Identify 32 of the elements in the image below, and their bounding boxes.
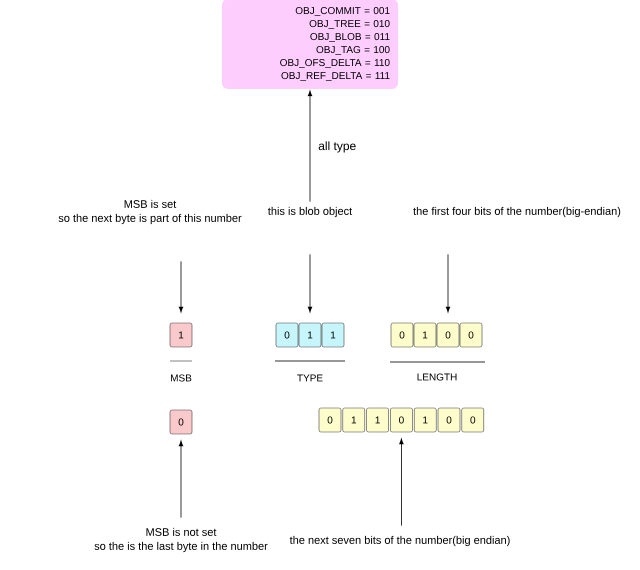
bit-cell: 0 <box>318 408 342 432</box>
arrow <box>178 440 184 518</box>
bit-cell: 1 <box>414 408 436 432</box>
bit-cell: 1 <box>322 322 344 348</box>
bit-cell: 1 <box>298 322 322 348</box>
part-label: TYPE <box>297 374 323 382</box>
annotation-text: MSB is not set so the is the last byte in the number <box>94 528 268 552</box>
bit-cell: 1 <box>170 322 192 348</box>
annotation-text: the first four bits of the number(big-endian) <box>413 206 620 218</box>
bit-cell: 0 <box>390 322 414 348</box>
bit-cell: 0 <box>460 322 482 348</box>
bit-cell: 0 <box>436 322 460 348</box>
type-table: OBJ_COMMIT = 001 OBJ_TREE = 010 OBJ_BLOB = 011 OBJ_TAG = 100 OBJ_OFS_DELTA = 110 OBJ_REF_DELTA = 111 <box>222 0 398 89</box>
annotation-text: MSB is set so the next byte is part of this number <box>58 200 242 224</box>
bit-cell: 1 <box>366 408 389 432</box>
arrow <box>308 90 312 202</box>
bit-cell: 0 <box>462 408 484 432</box>
bit-cell: 0 <box>438 408 460 432</box>
edge-label: all type <box>318 141 356 153</box>
annotation-text: the next seven bits of the number(big endian) <box>290 536 510 546</box>
part-label: LENGTH <box>418 373 456 381</box>
bit-cell: 1 <box>414 322 436 348</box>
bit-cell: 1 <box>342 408 366 432</box>
arrow <box>446 254 450 312</box>
part-label: MSB <box>170 374 192 382</box>
arrow <box>308 254 312 312</box>
bit-cell: 0 <box>170 410 192 434</box>
bit-cell: 0 <box>390 408 413 432</box>
annotation-text: this is blob object <box>268 206 352 218</box>
bit-cell: 0 <box>276 322 298 348</box>
arrow <box>399 438 404 526</box>
arrow <box>178 260 184 312</box>
